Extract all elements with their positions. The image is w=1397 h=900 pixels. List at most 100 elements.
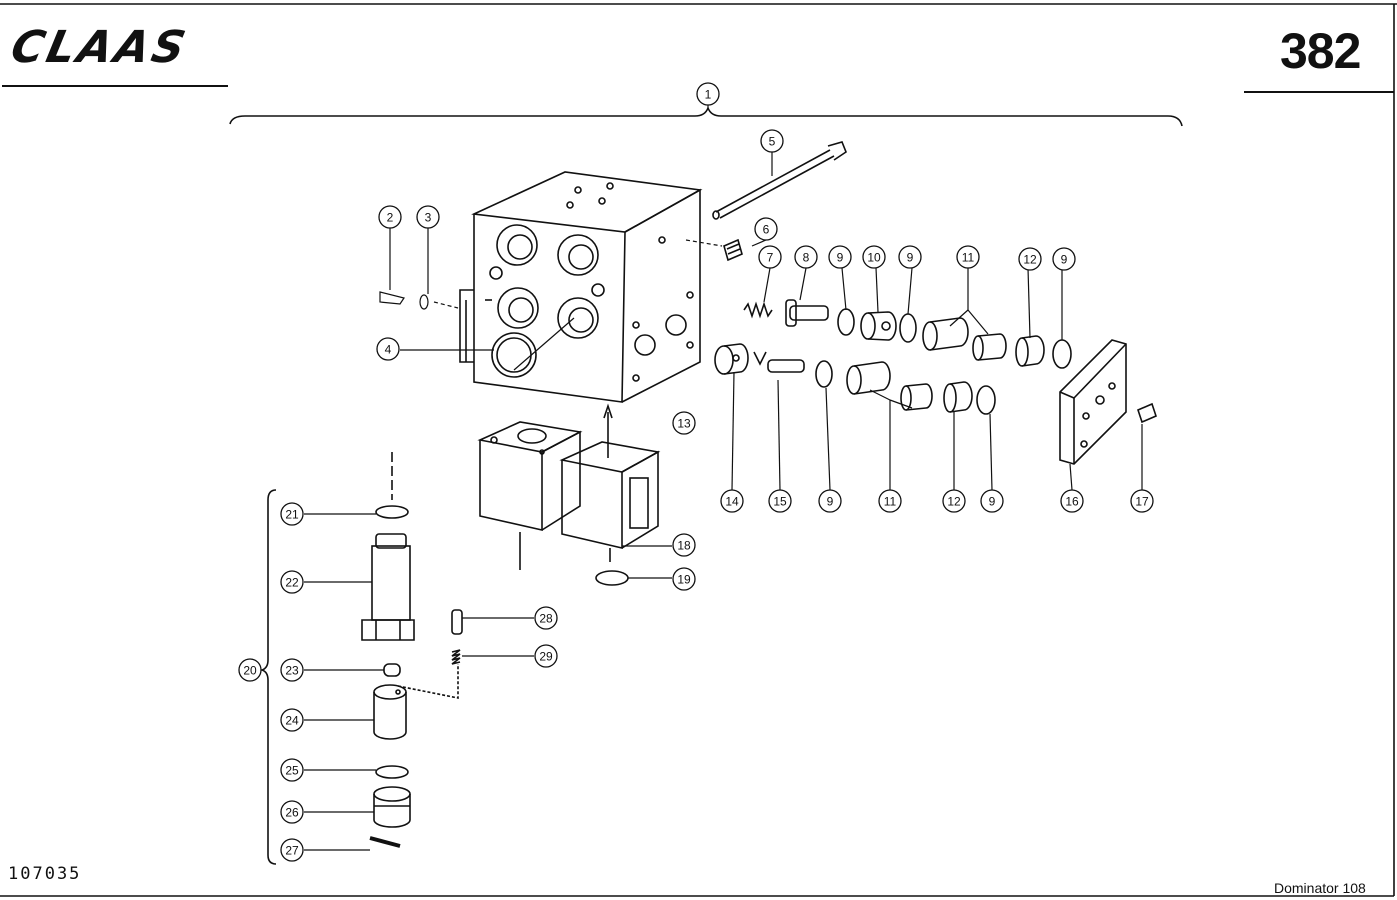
callout-circle: [720, 489, 744, 513]
plug-6: [723, 238, 743, 262]
callout-4: 4: [376, 337, 400, 361]
spring-29: [451, 649, 461, 665]
callout-19: 19: [672, 567, 696, 591]
callout-label: 5: [769, 135, 776, 149]
callout-label: 29: [539, 650, 553, 664]
o-ring-21: [375, 505, 409, 519]
callout-circle: [280, 758, 304, 782]
callout-circle: [1052, 247, 1076, 271]
callout-16: 16: [1060, 489, 1084, 513]
model-name: Dominator 108: [1274, 880, 1366, 896]
callout-12: 12: [942, 489, 966, 513]
callout-circle: [280, 502, 304, 526]
callout-circle: [1018, 247, 1042, 271]
callout-7: 7: [758, 245, 782, 269]
callout-circle: [280, 800, 304, 824]
callout-label: 9: [989, 495, 996, 509]
piston-8: [785, 299, 829, 327]
end-plate-16: [1059, 339, 1127, 465]
callout-10: 10: [862, 245, 886, 269]
callout-circle: [280, 838, 304, 862]
page-number: 382: [1280, 23, 1361, 79]
callout-circle: [672, 533, 696, 557]
callout-circle: [238, 658, 262, 682]
callout-circle: [760, 129, 784, 153]
callout-label: 24: [285, 714, 299, 728]
callout-circle: [980, 489, 1004, 513]
callout-circle: [534, 606, 558, 630]
callout-label: 21: [285, 508, 299, 522]
callout-label: 14: [725, 495, 739, 509]
callout-circle: [280, 570, 304, 594]
callout-label: 19: [677, 573, 691, 587]
callout-circle: [672, 411, 696, 435]
spring-28: [451, 609, 463, 635]
callout-circle: [758, 245, 782, 269]
callout-6: 6: [754, 217, 778, 241]
assembly-brace-1: [229, 105, 1183, 127]
callout-circle: [828, 245, 852, 269]
o-ring-9b: [899, 313, 917, 343]
callout-circle: [534, 644, 558, 668]
callout-13: 13: [672, 411, 696, 435]
cap-12b: [943, 381, 973, 413]
callout-label: 28: [539, 612, 553, 626]
callout-2: 2: [378, 205, 402, 229]
callout-label: 3: [425, 211, 432, 225]
callout-label: 17: [1135, 495, 1149, 509]
leader-lines: [304, 104, 1143, 851]
callout-label: 7: [767, 251, 774, 265]
frame-lines: [0, 3, 1397, 897]
callout-18: 18: [672, 533, 696, 557]
plug-17: [1137, 402, 1157, 424]
callout-circle: [898, 245, 922, 269]
callout-label: 9: [1061, 253, 1068, 267]
valve-sleeve-11a: [922, 317, 1007, 361]
drawing-number: 107035: [8, 864, 82, 884]
callout-label: 22: [285, 576, 299, 590]
callout-9: 9: [980, 489, 1004, 513]
callout-label: 15: [773, 495, 787, 509]
callout-label: 18: [677, 539, 691, 553]
callout-27: 27: [280, 838, 304, 862]
callout-label: 27: [285, 844, 299, 858]
callout-label: 10: [867, 251, 881, 265]
callout-label: 23: [285, 664, 299, 678]
callout-9: 9: [898, 245, 922, 269]
o-ring-9e: [976, 385, 996, 415]
o-ring-9d: [815, 360, 833, 388]
callout-label: 2: [387, 211, 394, 225]
callout-circle: [672, 567, 696, 591]
callout-circle: [416, 205, 440, 229]
callout-circle: [280, 658, 304, 682]
bushing-10: [860, 311, 897, 341]
valve-cartridge-22: [361, 533, 415, 641]
callout-circle: [378, 205, 402, 229]
callout-5: 5: [760, 129, 784, 153]
callout-label: 25: [285, 764, 299, 778]
callout-9: 9: [828, 245, 852, 269]
callout-circle: [942, 489, 966, 513]
callout-label: 12: [1023, 253, 1037, 267]
callout-circle: [1130, 489, 1154, 513]
callout-circle: [1060, 489, 1084, 513]
callout-circle: [754, 217, 778, 241]
callout-24: 24: [280, 708, 304, 732]
callout-circle: [818, 489, 842, 513]
callout-23: 23: [280, 658, 304, 682]
callout-label: 1: [705, 88, 712, 102]
piston-15: [753, 351, 805, 373]
long-bolt-5: [712, 141, 847, 220]
solenoid-18: [559, 403, 661, 562]
callout-label: 9: [837, 251, 844, 265]
sleeve-24: [373, 684, 407, 740]
cap-12a: [1015, 335, 1045, 367]
callout-17: 17: [1130, 489, 1154, 513]
callout-25: 25: [280, 758, 304, 782]
callout-circle: [280, 708, 304, 732]
callout-28: 28: [534, 606, 558, 630]
callout-circle: [862, 245, 886, 269]
callout-9: 9: [1052, 247, 1076, 271]
callout-circle: [376, 337, 400, 361]
